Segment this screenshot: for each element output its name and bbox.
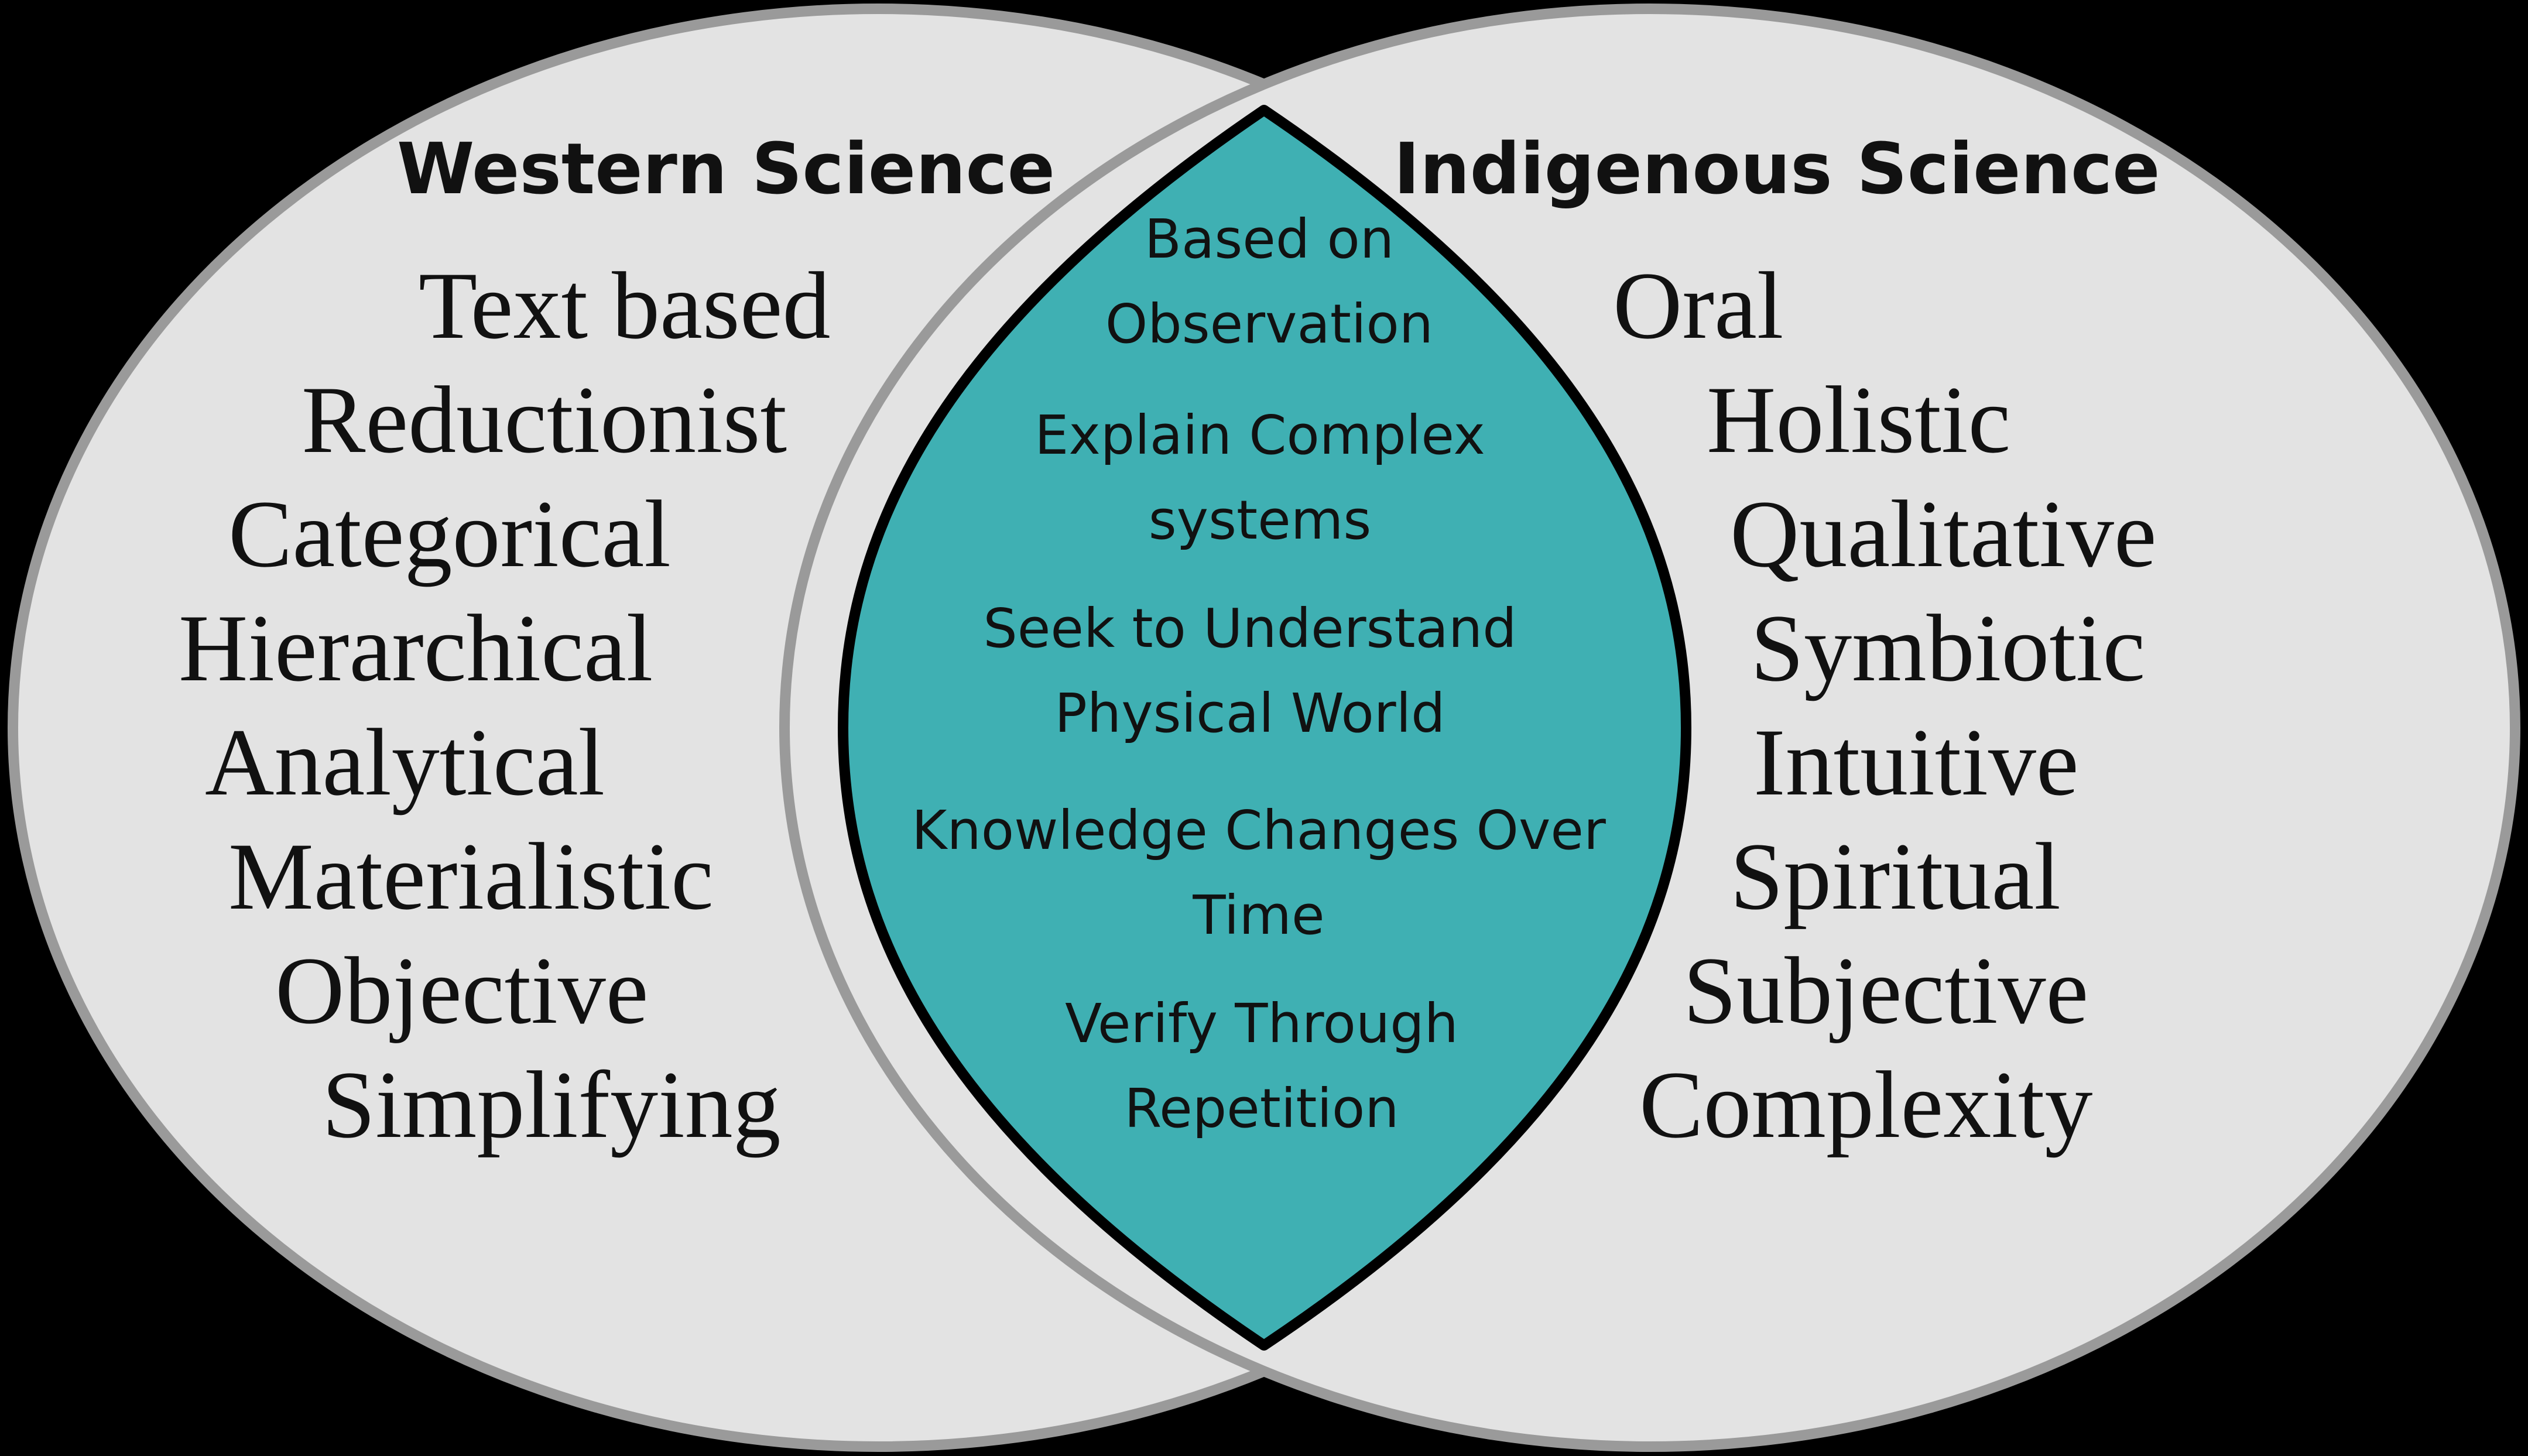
western-trait: Materialistic <box>228 824 714 930</box>
indigenous-science-traits: Oral Holistic Qualitative Symbiotic Intu… <box>1613 253 2157 1158</box>
indigenous-trait: Oral <box>1613 253 1783 359</box>
indigenous-trait: Holistic <box>1707 367 2010 473</box>
indigenous-trait: Complexity <box>1639 1052 2092 1158</box>
shared-trait-line: Knowledge Changes Over <box>912 799 1606 862</box>
shared-trait-line: Observation <box>1105 293 1433 355</box>
shared-trait-line: Based on <box>1145 208 1394 270</box>
western-trait: Objective <box>275 938 649 1044</box>
indigenous-science-title: Indigenous Science <box>1394 129 2160 210</box>
shared-trait-line: Verify Through <box>1065 992 1458 1055</box>
shared-trait-line: systems <box>1149 489 1372 551</box>
indigenous-trait: Symbiotic <box>1751 595 2145 701</box>
shared-trait-line: Repetition <box>1124 1077 1399 1140</box>
western-trait: Analytical <box>205 710 605 816</box>
indigenous-trait: Subjective <box>1683 938 2088 1044</box>
western-trait: Text based <box>419 253 831 359</box>
shared-overlap-region <box>838 105 1691 1351</box>
indigenous-trait: Intuitive <box>1753 710 2079 816</box>
indigenous-trait: Spiritual <box>1730 824 2061 930</box>
shared-trait-line: Time <box>1192 884 1324 947</box>
shared-trait-line: Explain Complex <box>1035 404 1485 467</box>
western-trait: Reductionist <box>302 367 787 473</box>
western-science-traits: Text based Reductionist Categorical Hier… <box>179 253 831 1158</box>
western-trait: Categorical <box>228 481 671 587</box>
shared-traits: Based on Observation Explain Complex sys… <box>912 208 1606 1140</box>
indigenous-trait: Qualitative <box>1730 481 2157 587</box>
shared-trait-line: Physical World <box>1054 682 1445 745</box>
western-trait: Hierarchical <box>179 595 653 701</box>
western-trait: Simplifying <box>322 1052 781 1158</box>
shared-trait-line: Seek to Understand <box>983 597 1516 660</box>
western-science-title: Western Science <box>397 129 1055 210</box>
